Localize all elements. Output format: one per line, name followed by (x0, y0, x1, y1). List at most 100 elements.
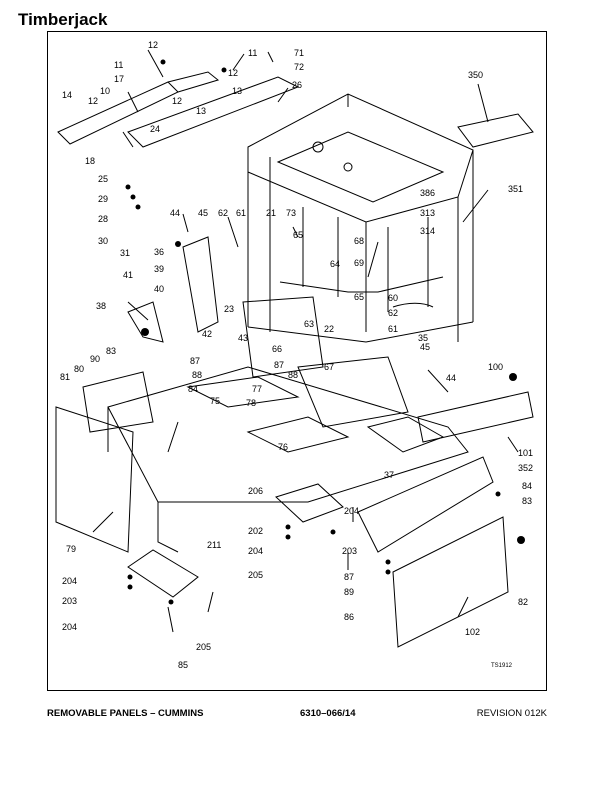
callout-label: 29 (98, 194, 108, 204)
callout-label: 11 (248, 48, 257, 58)
callout-label: 12 (88, 96, 98, 106)
callout-label: 78 (246, 398, 256, 408)
callout-label: 80 (74, 364, 84, 374)
callout-label: 101 (518, 448, 533, 458)
callout-label: 73 (286, 208, 296, 218)
footer-title: REMOVABLE PANELS – CUMMINS (47, 708, 204, 719)
callout-label: 75 (210, 396, 220, 406)
callout-label: 352 (518, 463, 533, 473)
exploded-parts-diagram: 12 11 11 12 71 72 17 14 12 10 13 12 13 2… (55, 40, 534, 670)
callout-label: 100 (488, 362, 503, 372)
callout-label: 30 (98, 236, 108, 246)
callout-label: 88 (192, 370, 202, 380)
callout-label: 77 (252, 384, 262, 394)
callout-label: 89 (344, 587, 354, 597)
callout-label: 76 (278, 442, 288, 452)
callout-label: 31 (120, 248, 130, 258)
bottom-plate-rear (275, 483, 344, 523)
callout-label: 42 (202, 329, 212, 339)
callout-label: 83 (522, 496, 532, 506)
callout-label: 83 (106, 346, 116, 356)
callout-label: 87 (190, 356, 200, 366)
callout-label: 65 (293, 230, 303, 240)
callout-label: 41 (123, 270, 133, 280)
callout-label: 12 (228, 68, 238, 78)
chassis (107, 366, 469, 553)
top-panel-right (127, 76, 300, 148)
callout-label: 23 (224, 304, 234, 314)
callout-label: 40 (154, 284, 164, 294)
callout-label: 24 (150, 124, 160, 134)
callout-label: 350 (468, 70, 483, 80)
side-plate (127, 301, 164, 343)
callout-label: 203 (342, 546, 357, 556)
bottom-plate-front (127, 549, 199, 598)
callout-label: 10 (100, 86, 110, 96)
parts-diagram-frame: 12 11 11 12 71 72 17 14 12 10 13 12 13 2… (47, 31, 547, 691)
callout-label: 71 (294, 48, 304, 58)
callout-label: 12 (148, 40, 158, 50)
footer-revision: REVISION 012K (476, 708, 547, 719)
callout-label: 21 (266, 208, 276, 218)
callout-label: 205 (196, 642, 211, 652)
callout-label: 66 (272, 344, 282, 354)
callout-label: 17 (114, 74, 124, 84)
callout-label: 84 (188, 384, 198, 394)
callout-label: 90 (90, 354, 100, 364)
callout-label: 61 (236, 208, 246, 218)
callout-label: 204 (62, 576, 77, 586)
side-panel-upper (417, 391, 534, 443)
callout-label: 63 (304, 319, 314, 329)
callout-label: 87 (344, 572, 354, 582)
callout-label: 211 (207, 540, 221, 550)
callout-label: 37 (384, 470, 394, 480)
callout-label: 18 (85, 156, 95, 166)
center-panel (242, 296, 324, 378)
callout-label: 205 (248, 570, 263, 580)
callout-label: 61 (388, 324, 398, 334)
side-screen (392, 516, 509, 648)
front-grille (55, 406, 134, 553)
cab-frame (247, 93, 474, 343)
callout-label: 14 (62, 90, 72, 100)
side-bracket (182, 236, 219, 333)
callout-label: 84 (522, 481, 532, 491)
grille-screen (82, 371, 154, 433)
callout-label: 67 (324, 362, 334, 372)
callout-label: 45 (198, 208, 208, 218)
callout-label: 313 (420, 208, 435, 218)
callout-label: 62 (388, 308, 398, 318)
callout-label: 25 (98, 174, 108, 184)
engine-bay-plate (297, 356, 409, 428)
callout-label: 28 (98, 214, 108, 224)
callout-label: 314 (420, 226, 435, 236)
illustration-ref-code: TS1912 (491, 663, 513, 669)
callout-label: 79 (66, 544, 76, 554)
callout-label: 72 (294, 62, 304, 72)
callout-label: 13 (232, 86, 242, 96)
callout-label: 36 (154, 247, 164, 257)
callout-label: 45 (420, 342, 430, 352)
callout-label: 44 (446, 373, 456, 383)
footer-doc-number: 6310–066/14 (300, 708, 356, 719)
callout-label: 386 (420, 188, 435, 198)
callout-label: 65 (354, 292, 364, 302)
callout-label: 13 (196, 106, 206, 116)
side-panel-lower (357, 456, 494, 553)
callout-label: 60 (388, 293, 398, 303)
callout-label: 85 (178, 660, 188, 670)
callout-label: 44 (170, 208, 180, 218)
callout-label: 81 (60, 372, 70, 382)
callout-label: 351 (508, 184, 523, 194)
callout-label: 102 (465, 627, 480, 637)
callout-label: 202 (248, 526, 263, 536)
callout-labels: 12 11 11 12 71 72 17 14 12 10 13 12 13 2… (60, 40, 533, 670)
callout-label: 12 (172, 96, 182, 106)
rear-cover (457, 113, 534, 148)
callout-label: 64 (330, 259, 340, 269)
callout-label: 204 (344, 506, 359, 516)
callout-label: 43 (238, 333, 248, 343)
callout-label: 203 (62, 596, 77, 606)
callout-label: 22 (324, 324, 334, 334)
callout-label: 11 (114, 60, 123, 70)
